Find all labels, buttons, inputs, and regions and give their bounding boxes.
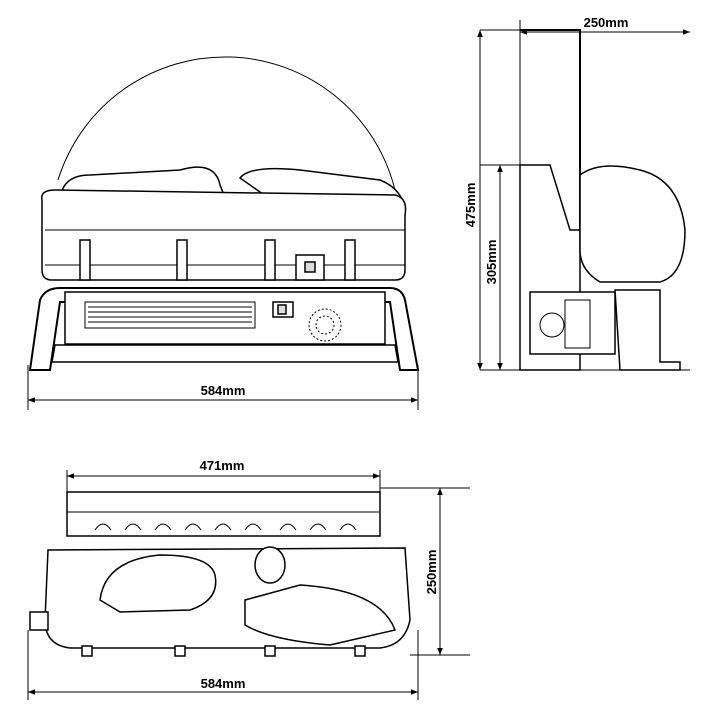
side-view: 250mm 475mm 305mm (463, 15, 690, 371)
top-view: 471mm 250mm 584mm (27, 458, 470, 700)
flame-vents (94, 523, 357, 531)
top-heater-body (66, 491, 381, 537)
heater-grille (84, 301, 256, 329)
side-base-height-label: 305mm (484, 240, 499, 285)
top-log-left (99, 554, 217, 613)
side-height-label: 475mm (463, 183, 478, 228)
base-frame (28, 287, 420, 371)
side-leg (614, 289, 681, 371)
flame-arc (57, 56, 396, 191)
base-plate (51, 344, 399, 363)
side-fan (529, 291, 616, 355)
front-view: 584mm (27, 56, 420, 410)
side-logs (579, 165, 686, 283)
switch-icon (304, 261, 316, 273)
top-inner-width-label: 471mm (200, 458, 245, 473)
top-log-right (244, 584, 397, 646)
top-log-end (254, 546, 286, 584)
side-depth-label: 250mm (584, 15, 629, 30)
top-width-label: 584mm (201, 676, 246, 691)
heater-body (64, 291, 386, 345)
front-width-label: 584mm (201, 383, 246, 398)
top-depth-label: 250mm (424, 550, 439, 595)
speaker-grille (308, 308, 342, 342)
